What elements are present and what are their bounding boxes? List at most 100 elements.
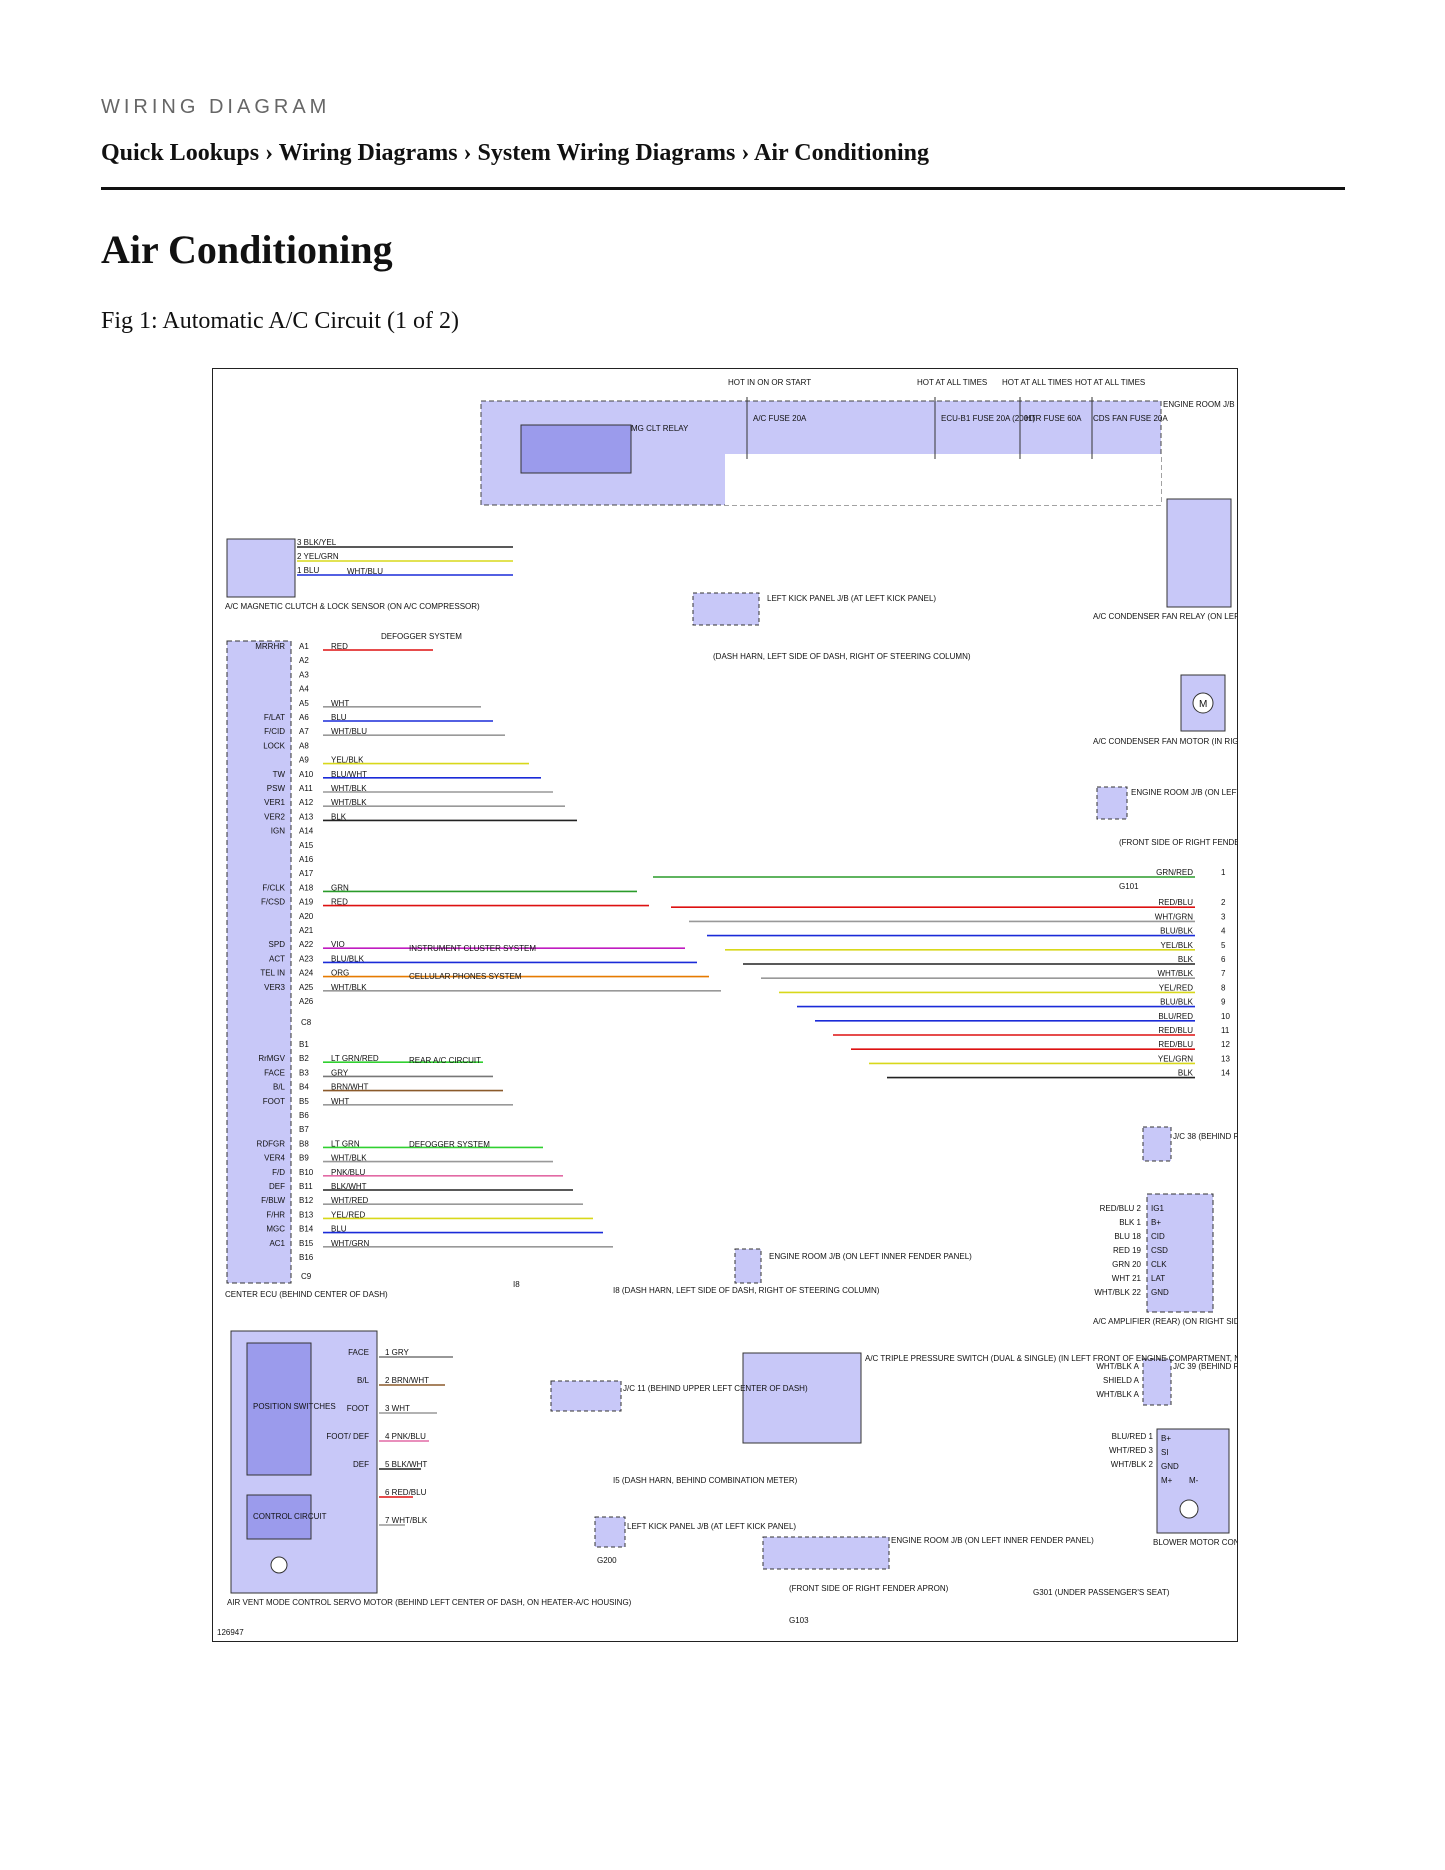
blower-pin: GND	[1161, 1462, 1179, 1471]
ecu-terminal-b: B7	[299, 1125, 309, 1134]
right-wire-label: YEL/BLK	[1161, 941, 1194, 950]
amp-pin: B+	[1151, 1218, 1161, 1227]
ecu-terminal-b: B12	[299, 1196, 314, 1205]
triple-pressure-switch-box	[742, 1352, 862, 1444]
clutch-extra-wire-label: WHT/BLU	[347, 567, 383, 576]
ecu-wire-b-label: LT GRN/RED	[331, 1054, 379, 1063]
ecu-pin-b: RrMGV	[258, 1054, 285, 1063]
servo-wire-label: 2 BRN/WHT	[385, 1376, 429, 1385]
diagram-id: 126947	[217, 1628, 244, 1637]
ecu-terminal-a: A5	[299, 699, 309, 708]
amplifier-label: A/C AMPLIFIER (REAR) (ON RIGHT SIDE OF C…	[1093, 1317, 1237, 1326]
right-wire-number: 2	[1221, 898, 1226, 907]
ecu-pin-b: F/HR	[266, 1210, 285, 1219]
right-wire-number: 8	[1221, 983, 1226, 992]
right-wire-number: 13	[1221, 1054, 1230, 1063]
jc39-wire-label: SHIELD A	[1103, 1376, 1140, 1385]
ecu-wire-b-label: GRY	[331, 1068, 349, 1077]
ecu-wire-b-label: WHT	[331, 1097, 349, 1106]
servo-pin: FACE	[348, 1348, 369, 1357]
ecu-terminal-a: A15	[299, 841, 314, 850]
right-wire-label: WHT/GRN	[1155, 912, 1193, 921]
ecu-pin-b: FACE	[264, 1068, 285, 1077]
ecu-terminal-b: B8	[299, 1139, 309, 1148]
ecu-wire-b-label: YEL/RED	[331, 1210, 365, 1219]
connector-c9: C9	[301, 1272, 312, 1281]
ecu-terminal-a: A6	[299, 713, 309, 722]
ecu-wire-a-label: BLU/BLK	[331, 954, 365, 963]
breadcrumb-system-wiring-diagrams[interactable]: System Wiring Diagrams	[477, 140, 736, 166]
right-wire-label: WHT/BLK	[1157, 969, 1193, 978]
ecu-terminal-b: B3	[299, 1068, 309, 1077]
wiring-diagram: MG CLT RELAY HOT IN ON OR START HOT AT A…	[212, 368, 1445, 1642]
right-wire-label: BLU/BLK	[1160, 998, 1194, 1007]
breadcrumb: Quick Lookups › Wiring Diagrams › System…	[101, 140, 929, 167]
ecu-wire-b-label: WHT/GRN	[331, 1239, 369, 1248]
center-ecu-box	[226, 640, 292, 1284]
ecu-terminal-a: A10	[299, 770, 314, 779]
engine-jb-label: ENGINE ROOM J/B (ON LEFT INNER FENDER PA…	[1163, 400, 1237, 409]
condenser-relay-label: A/C CONDENSER FAN RELAY (ON LEFT FRONT O…	[1093, 612, 1237, 621]
ecu-terminal-a: A14	[299, 827, 314, 836]
blower-wire-label: WHT/BLK 2	[1111, 1460, 1154, 1469]
blower-pin: M-	[1189, 1476, 1199, 1485]
ecu-terminal-a: A21	[299, 926, 314, 935]
hot-always-2-label: HOT AT ALL TIMES	[1002, 378, 1072, 387]
i8-top-label: I8	[513, 1280, 520, 1289]
instrument-cluster-label: INSTRUMENT CLUSTER SYSTEM	[409, 944, 536, 953]
right-wire-label: BLK	[1178, 955, 1194, 964]
ecu-terminal-a: A8	[299, 741, 309, 750]
ecu-wire-a-label: WHT/BLK	[331, 798, 367, 807]
amp-wire-label: RED/BLU 2	[1100, 1204, 1142, 1213]
ecu-pin-b: DEF	[269, 1182, 285, 1191]
clutch-sensor-box	[226, 538, 296, 598]
jc39-wire-label: WHT/BLK A	[1096, 1362, 1139, 1371]
breadcrumb-quick-lookups[interactable]: Quick Lookups	[101, 140, 260, 166]
servo-wire-label: 4 PNK/BLU	[385, 1432, 426, 1441]
ecu-terminal-a: A2	[299, 656, 309, 665]
amp-pin: LAT	[1151, 1274, 1165, 1283]
hot-start-label: HOT IN ON OR START	[728, 378, 811, 387]
ecu-pin-a: F/CSD	[261, 898, 285, 907]
position-switches-box	[246, 1342, 312, 1476]
ecu-terminal-a: A11	[299, 784, 313, 793]
i8-bottom-label: I8 (DASH HARN, LEFT SIDE OF DASH, RIGHT …	[613, 1286, 880, 1295]
servo-wire-label: 5 BLK/WHT	[385, 1460, 427, 1469]
defogger-2-label: DEFOGGER SYSTEM	[409, 1140, 490, 1149]
servo-wire-label: 3 WHT	[385, 1404, 410, 1413]
right-wire-label: RED/BLU	[1158, 898, 1193, 907]
ecu-pin-a: F/LAT	[264, 713, 285, 722]
right-wire-number: 14	[1221, 1069, 1230, 1078]
ecu-pin-a: VER3	[264, 983, 285, 992]
ecu-pin-b: RDFGR	[257, 1139, 286, 1148]
clutch-sensor-label: A/C MAGNETIC CLUTCH & LOCK SENSOR (ON A/…	[225, 602, 480, 611]
ecu-wire-b-label: BLK/WHT	[331, 1182, 367, 1191]
ecu-wire-a-label: VIO	[331, 940, 345, 949]
amp-pin: CSD	[1151, 1246, 1168, 1255]
right-wire-label: BLK	[1178, 1069, 1194, 1078]
amp-wire-label: BLK 1	[1119, 1218, 1141, 1227]
g301-label: G301 (UNDER PASSENGER'S SEAT)	[1033, 1588, 1170, 1597]
jc11-label: J/C 11 (BEHIND UPPER LEFT CENTER OF DASH…	[623, 1384, 808, 1393]
breadcrumb-separator: ›	[741, 140, 750, 166]
ecu-pin-a: VER2	[264, 812, 285, 821]
left-kick-2-label: LEFT KICK PANEL J/B (AT LEFT KICK PANEL)	[627, 1522, 796, 1531]
ecu-wire-a-label: WHT/BLU	[331, 727, 367, 736]
servo-pin: DEF	[353, 1460, 369, 1469]
clutch-wire-label: 2 YEL/GRN	[297, 552, 339, 561]
ecu-pin-a: PSW	[267, 784, 286, 793]
engine-jb4-label: ENGINE ROOM J/B (ON LEFT INNER FENDER PA…	[891, 1536, 1094, 1545]
front-side-2-label: (FRONT SIDE OF RIGHT FENDER APRON)	[789, 1584, 949, 1593]
breadcrumb-wiring-diagrams[interactable]: Wiring Diagrams	[278, 140, 458, 166]
page-title: Air Conditioning	[101, 227, 393, 272]
cellular-label: CELLULAR PHONES SYSTEM	[409, 972, 522, 981]
ecu-terminal-b: B14	[299, 1225, 314, 1234]
ecu-wire-b-label: BRN/WHT	[331, 1083, 368, 1092]
ecu-wire-b-label: LT GRN	[331, 1139, 360, 1148]
servo-motor-icon	[270, 1556, 288, 1574]
jc38-box	[1142, 1126, 1172, 1162]
ecu-pin-b: AC1	[269, 1239, 285, 1248]
ecu-pin-b: B/L	[273, 1083, 286, 1092]
blower-pin: B+	[1161, 1434, 1171, 1443]
breadcrumb-air-conditioning[interactable]: Air Conditioning	[754, 140, 929, 166]
